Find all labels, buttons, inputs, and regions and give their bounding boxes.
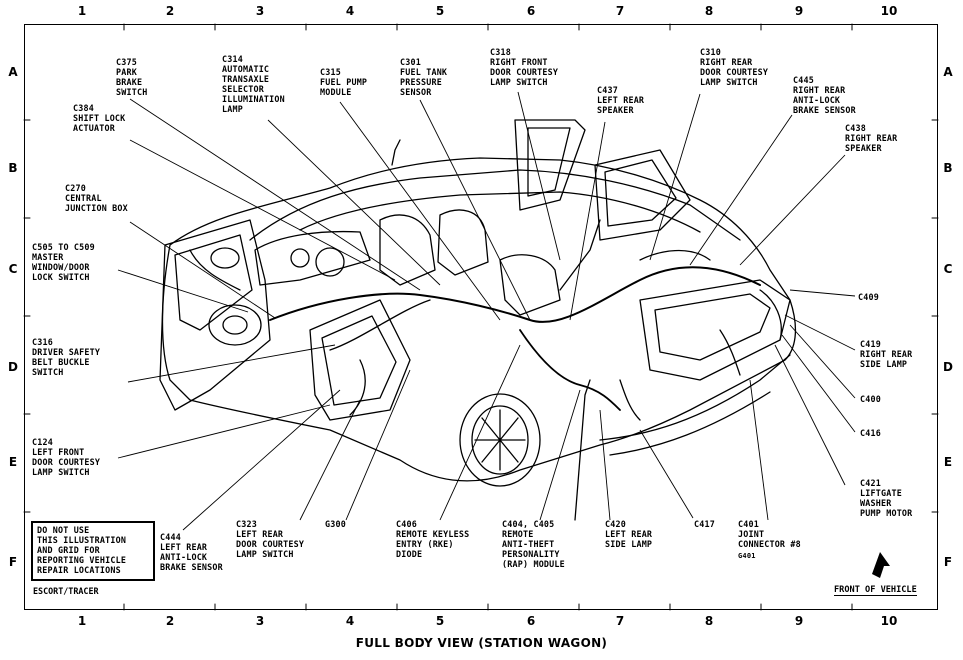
vehicle-model-label: ESCORT/TRACER <box>33 586 99 596</box>
label-c400: C400 <box>860 394 881 404</box>
label-c416: C416 <box>860 428 881 438</box>
grid-column-label: 3 <box>255 614 265 628</box>
label-c315: C315 FUEL PUMP MODULE <box>320 67 368 97</box>
grid-column-label: 7 <box>615 4 625 18</box>
label-c438: C438 RIGHT REAR SPEAKER <box>845 123 898 153</box>
label-c505: C505 TO C509 MASTER WINDOW/DOOR LOCK SWI… <box>32 242 95 282</box>
grid-row-label: F <box>8 555 18 569</box>
disclaimer-note-text: DO NOT USE THIS ILLUSTRATION AND GRID FO… <box>37 525 127 575</box>
label-c270: C270 CENTRAL JUNCTION BOX <box>65 183 128 213</box>
grid-row-label: A <box>943 65 953 79</box>
label-c318: C318 RIGHT FRONT DOOR COURTESY LAMP SWIT… <box>490 47 559 87</box>
label-c384: C384 SHIFT LOCK ACTUATOR <box>73 103 126 133</box>
grid-column-label: 9 <box>794 614 804 628</box>
label-c316: C316 DRIVER SAFETY BELT BUCKLE SWITCH <box>32 337 101 377</box>
label-c417: C417 <box>694 519 715 529</box>
grid-row-label: B <box>943 161 953 175</box>
label-c301: C301 FUEL TANK PRESSURE SENSOR <box>400 57 448 97</box>
grid-column-label: 1 <box>77 614 87 628</box>
grid-column-label: 9 <box>794 4 804 18</box>
front-of-vehicle-arrow-icon <box>872 552 890 578</box>
label-c421: C421 LIFTGATE WASHER PUMP MOTOR <box>860 478 913 518</box>
label-c406: C406 REMOTE KEYLESS ENTRY (RKE) DIODE <box>396 519 470 559</box>
label-c401: C401 JOINT CONNECTOR #8 <box>738 519 801 549</box>
grid-column-label: 3 <box>255 4 265 18</box>
label-c420: C420 LEFT REAR SIDE LAMP <box>605 519 653 549</box>
grid-row-label: B <box>8 161 18 175</box>
grid-column-label: 4 <box>345 4 355 18</box>
grid-row-label: C <box>943 262 953 276</box>
grid-column-label: 8 <box>704 614 714 628</box>
grid-column-label: 5 <box>435 4 445 18</box>
grid-row-label: E <box>8 455 18 469</box>
grid-column-label: 5 <box>435 614 445 628</box>
grid-column-label: 10 <box>880 614 898 628</box>
front-of-vehicle-label: FRONT OF VEHICLE <box>834 585 917 596</box>
label-c404-c405: C404, C405 REMOTE ANTI-THEFT PERSONALITY… <box>502 519 565 569</box>
label-c444: C444 LEFT REAR ANTI-LOCK BRAKE SENSOR <box>160 532 223 572</box>
grid-column-label: 10 <box>880 4 898 18</box>
grid-column-label: 2 <box>165 4 175 18</box>
label-c314: C314 AUTOMATIC TRANSAXLE SELECTOR ILLUMI… <box>222 54 285 114</box>
grid-column-label: 6 <box>526 614 536 628</box>
grid-row-label: E <box>943 455 953 469</box>
label-g401: G401 <box>738 552 756 560</box>
label-c419: C419 RIGHT REAR SIDE LAMP <box>860 339 913 369</box>
grid-row-label: C <box>8 262 18 276</box>
grid-row-label: D <box>8 360 18 374</box>
grid-column-label: 2 <box>165 614 175 628</box>
label-c323: C323 LEFT REAR DOOR COURTESY LAMP SWITCH <box>236 519 305 559</box>
label-c409: C409 <box>858 292 879 302</box>
grid-row-label: F <box>943 555 953 569</box>
label-c375: C375 PARK BRAKE SWITCH <box>116 57 148 97</box>
label-g300: G300 <box>325 519 346 529</box>
label-c445: C445 RIGHT REAR ANTI-LOCK BRAKE SENSOR <box>793 75 856 115</box>
label-c437: C437 LEFT REAR SPEAKER <box>597 85 645 115</box>
diagram-title: FULL BODY VIEW (STATION WAGON) <box>355 636 608 650</box>
grid-column-label: 7 <box>615 614 625 628</box>
grid-column-label: 4 <box>345 614 355 628</box>
grid-column-label: 6 <box>526 4 536 18</box>
grid-column-label: 8 <box>704 4 714 18</box>
disclaimer-note-box: DO NOT USE THIS ILLUSTRATION AND GRID FO… <box>31 521 155 581</box>
grid-row-label: A <box>8 65 18 79</box>
diagram-frame <box>24 24 938 610</box>
grid-column-label: 1 <box>77 4 87 18</box>
grid-row-label: D <box>943 360 953 374</box>
label-c124: C124 LEFT FRONT DOOR COURTESY LAMP SWITC… <box>32 437 101 477</box>
label-c310: C310 RIGHT REAR DOOR COURTESY LAMP SWITC… <box>700 47 769 87</box>
